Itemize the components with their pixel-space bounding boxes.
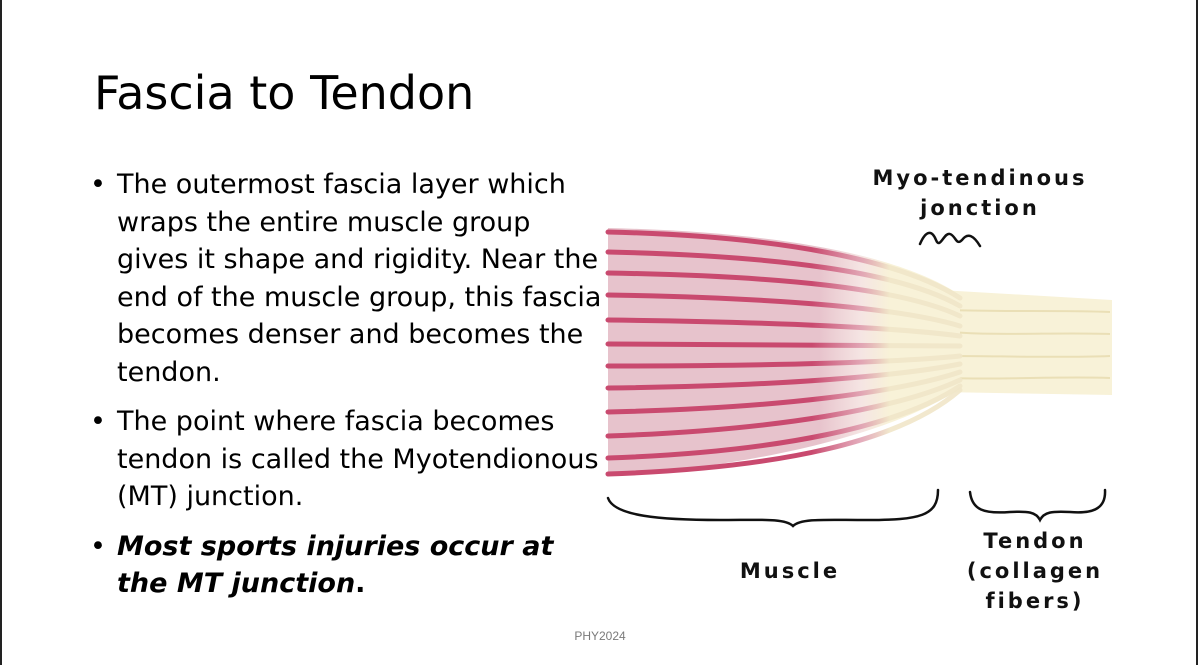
bullet-dot-icon: • [90, 169, 106, 200]
tendon-label-line: Tendon [983, 529, 1087, 553]
slide-footer: PHY2024 [574, 629, 626, 643]
muscle-label: Muscle [739, 559, 841, 583]
bullet-text-period: . [355, 568, 366, 599]
slide-title: Fascia to Tendon [94, 66, 475, 120]
bullet-text: The point where fascia becomes tendon is… [117, 406, 599, 512]
bullet-list: • The outermost fascia layer which wraps… [90, 166, 610, 615]
bullet-dot-icon: • [90, 530, 106, 562]
junction-label-line: jonction [920, 196, 1040, 220]
bullet-dot-icon: • [90, 406, 106, 437]
muscle-tendon-illustration [605, 228, 1112, 528]
muscle-tendon-diagram: Myo-tendinous jonction Muscle Tendon (co… [600, 160, 1140, 634]
bullet-item: • Most sports injuries occur at the MT j… [90, 528, 610, 603]
bullet-item: • The outermost fascia layer which wraps… [90, 166, 610, 391]
tendon-label-line: fibers) [985, 589, 1085, 613]
tendon-label: Tendon (collagen fibers) [945, 526, 1125, 616]
bullet-text: The outermost fascia layer which wraps t… [117, 169, 602, 388]
junction-squiggle-icon [918, 231, 982, 248]
bullet-item: • The point where fascia becomes tendon … [90, 403, 610, 516]
tendon-shape [940, 290, 1112, 395]
tendon-brace-icon [968, 488, 1107, 523]
muscle-brace-icon [606, 488, 940, 528]
tendon-label-line: (collagen [966, 559, 1104, 583]
junction-label-line: Myo-tendinous [872, 166, 1088, 190]
bullet-text-emphasis: Most sports injuries occur at the MT jun… [117, 530, 554, 600]
muscle-shape [608, 228, 960, 476]
junction-label: Myo-tendinous jonction [860, 163, 1100, 223]
tendon-fibers [949, 309, 1111, 380]
muscle-fibers [605, 229, 963, 477]
